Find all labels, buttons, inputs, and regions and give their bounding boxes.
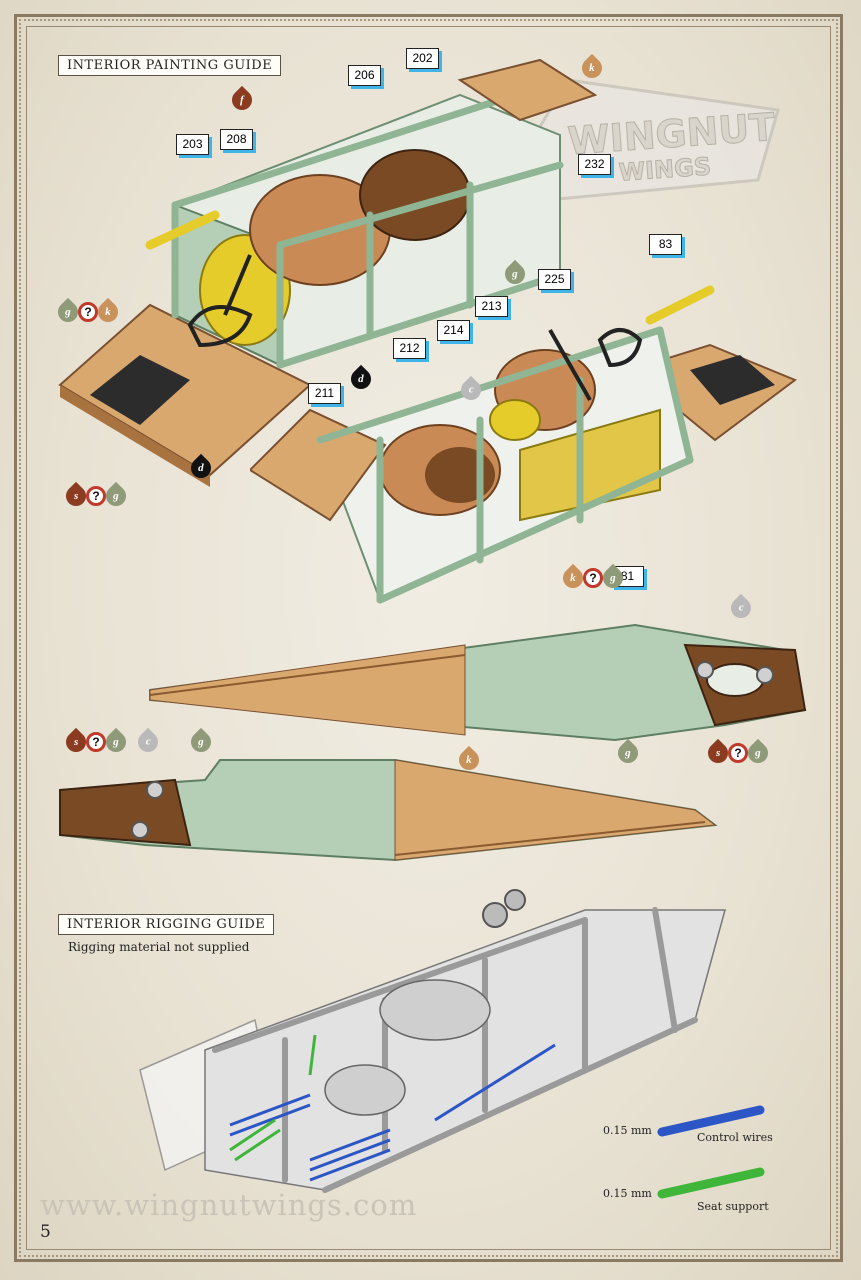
callout-206: 206	[348, 65, 381, 86]
callout-208: 208	[220, 129, 253, 150]
control-wire-size: 0.15 mm	[603, 1124, 652, 1137]
page-border-dotted	[19, 19, 838, 1257]
control-wire-label: Control wires	[697, 1131, 773, 1144]
paint-mix-q-icon: ?	[78, 302, 98, 322]
page-border-inner	[26, 26, 831, 1250]
callout-232: 232	[578, 154, 611, 175]
callout-203: 203	[176, 134, 209, 155]
rigging-guide-title: INTERIOR RIGGING GUIDE	[58, 914, 275, 935]
cockpit-assembly-left-illustration	[58, 58, 598, 487]
painting-guide-title: INTERIOR PAINTING GUIDE	[58, 55, 282, 76]
callout-213: 213	[475, 296, 508, 317]
seat-support-swatch	[657, 1167, 765, 1199]
fuselage-side-panel-upper	[149, 623, 807, 742]
callout-214: 214	[437, 320, 470, 341]
page-number: 5	[40, 1222, 51, 1242]
paint-mix-q-icon: ?	[583, 568, 603, 588]
cockpit-assembly-right-illustration	[250, 285, 798, 604]
seat-support-size: 0.15 mm	[603, 1187, 652, 1200]
control-wire-swatch	[657, 1105, 765, 1137]
rigging-note: Rigging material not supplied	[68, 940, 250, 954]
callout-225: 225	[538, 269, 571, 290]
callout-202: 202	[406, 48, 439, 69]
callout-211: 211	[308, 383, 341, 404]
paint-mix-q-icon: ?	[86, 486, 106, 506]
paint-mix-q-icon: ?	[728, 743, 748, 763]
rigging-illustration	[139, 889, 726, 1193]
seat-support-label: Seat support	[697, 1200, 769, 1213]
callout-83: 83	[649, 234, 682, 255]
callout-212: 212	[393, 338, 426, 359]
paint-mix-q-icon: ?	[86, 732, 106, 752]
footer-website-url[interactable]: www.wingnutwings.com	[40, 1188, 418, 1222]
fuselage-side-panel-lower	[59, 759, 718, 862]
watermark-line2: WINGS	[618, 152, 712, 186]
page-border-outer	[14, 14, 843, 1262]
